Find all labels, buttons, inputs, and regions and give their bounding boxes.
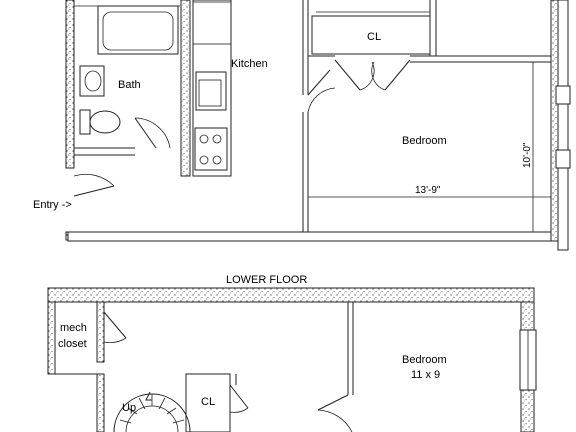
lower-bedroom-door-swing bbox=[317, 409, 353, 432]
lower-closet bbox=[185, 373, 231, 432]
mech-closet-label-2: closet bbox=[58, 338, 87, 350]
upper-left-wall bbox=[65, 0, 75, 169]
lower-floor-title: LOWER FLOOR bbox=[226, 274, 307, 286]
upper-floor: Bath Kitchen CL Bedroom Entry -> 13'-9" … bbox=[33, 0, 571, 251]
closet-door-left bbox=[334, 59, 361, 91]
stair-up-label: Up bbox=[122, 402, 136, 414]
toilet-tank bbox=[79, 109, 91, 135]
lower-closet-door-swing bbox=[229, 407, 249, 413]
mech-partition bbox=[96, 301, 105, 363]
burner-4 bbox=[212, 155, 222, 165]
lower-left-wall bbox=[47, 301, 56, 375]
lower-top-wall bbox=[47, 287, 535, 303]
fridge-inner bbox=[198, 79, 222, 107]
lower-bedroom-label: Bedroom bbox=[402, 354, 447, 366]
mech-door-swing bbox=[103, 337, 127, 343]
lower-closet-label: CL bbox=[201, 396, 215, 408]
upper-right-window-2 bbox=[555, 149, 571, 169]
closet-door-arc-2 bbox=[371, 61, 386, 91]
lower-bedroom-size: 11 x 9 bbox=[411, 369, 440, 381]
lower-closet-door bbox=[229, 384, 249, 409]
upper-bedroom-label: Bedroom bbox=[402, 135, 447, 147]
bath-door-swing bbox=[134, 117, 171, 149]
depth-dimension: 10'-0" bbox=[522, 142, 533, 168]
entry-door-swing bbox=[73, 173, 115, 187]
upper-bottom-wall bbox=[67, 231, 557, 242]
lower-left-wall-2 bbox=[96, 373, 105, 432]
closet-door-right bbox=[384, 59, 411, 91]
mech-closet-label-1: mech bbox=[60, 322, 87, 334]
bedroom-door bbox=[307, 69, 331, 96]
bath-label: Bath bbox=[118, 79, 141, 91]
upper-right-outer bbox=[557, 0, 569, 251]
kitchen-counter bbox=[192, 0, 232, 177]
bathtub-inner bbox=[102, 11, 174, 51]
lower-bedroom-door bbox=[317, 394, 349, 411]
toilet-bowl bbox=[89, 110, 121, 134]
bath-door bbox=[134, 117, 157, 149]
burner-2 bbox=[212, 134, 222, 144]
entry-label: Entry -> bbox=[33, 199, 72, 211]
closet-door-arc bbox=[359, 61, 375, 91]
upper-right-wall bbox=[550, 0, 559, 242]
kitchen-label: Kitchen bbox=[231, 58, 268, 70]
mech-door bbox=[103, 311, 127, 339]
bedroom-door-swing bbox=[307, 87, 336, 113]
kitchen-cabinet-top bbox=[192, 1, 232, 45]
burner-1 bbox=[199, 134, 209, 144]
stove bbox=[194, 127, 228, 171]
bath-sink-basin bbox=[84, 70, 102, 92]
bath-sink bbox=[79, 65, 105, 97]
width-dimension: 13'-9" bbox=[415, 185, 441, 196]
upper-closet-label: CL bbox=[367, 31, 381, 43]
lower-floor: mech closet CL Bedroom 11 x 9 Up bbox=[47, 287, 537, 432]
burner-3 bbox=[199, 155, 209, 165]
bathtub bbox=[97, 5, 179, 55]
upper-right-window bbox=[555, 85, 571, 105]
fridge bbox=[195, 71, 227, 111]
entry-door bbox=[73, 185, 115, 197]
bath-kitchen-partition bbox=[180, 0, 191, 177]
